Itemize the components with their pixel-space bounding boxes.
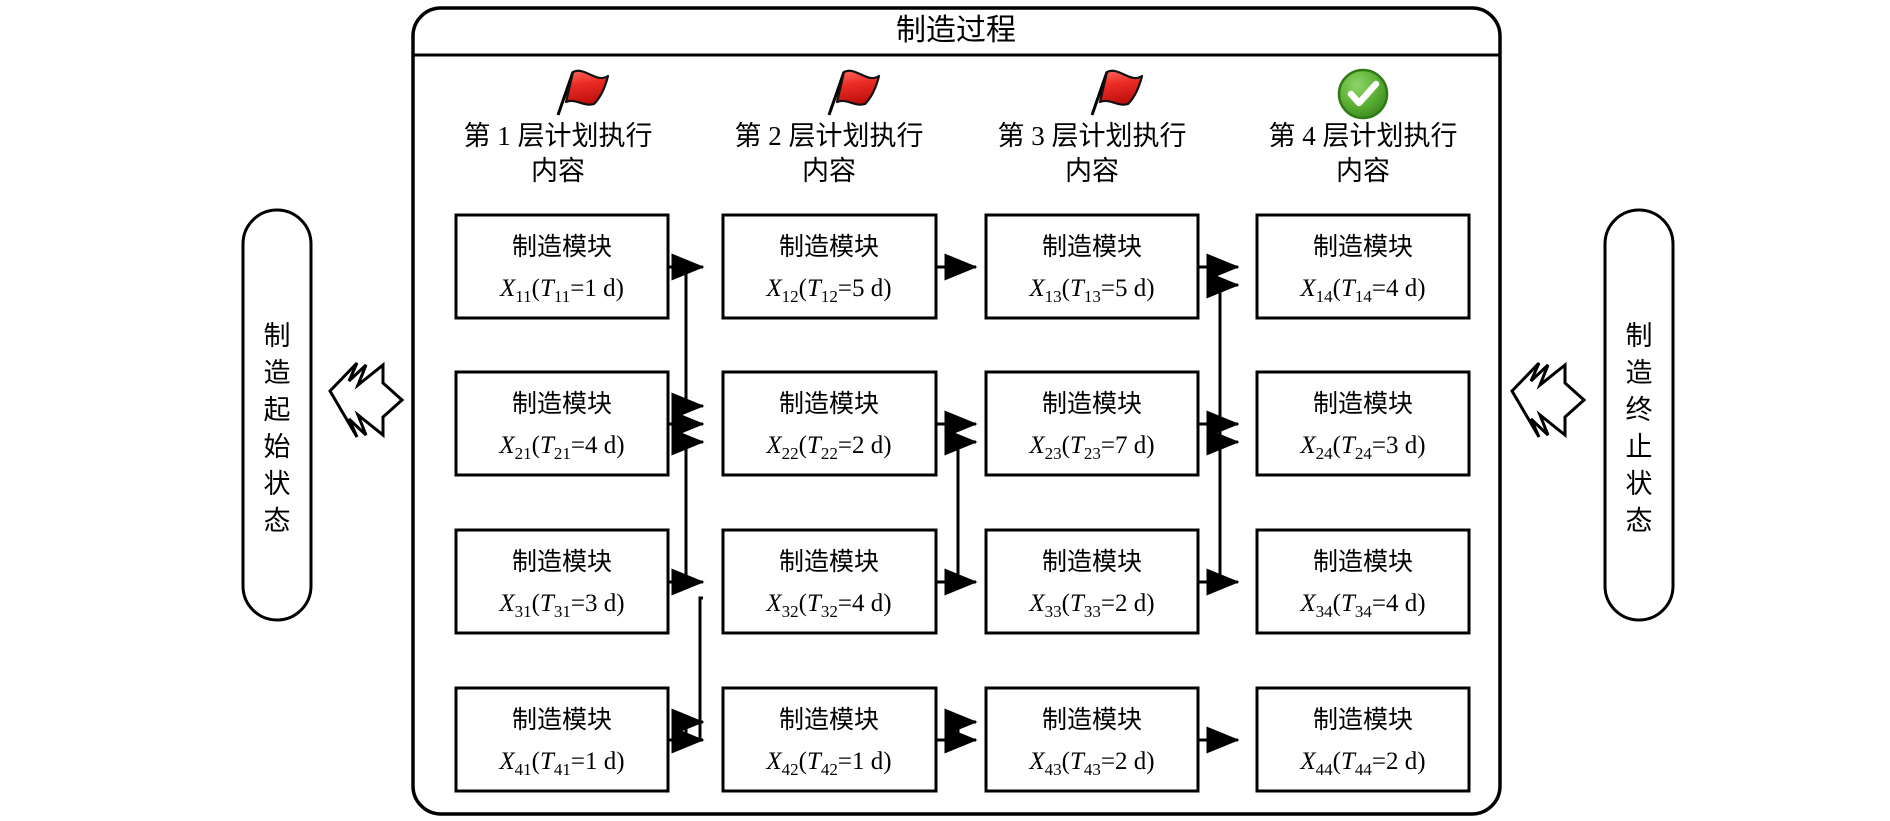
- module-label-x32: 制造模块: [779, 548, 879, 576]
- module-formula-x13: X13(T13=5 d): [1028, 275, 1154, 306]
- module-label-x23: 制造模块: [1042, 390, 1142, 418]
- edge-x31-x22: [668, 428, 705, 584]
- red-flag-icon-layer-3: [1090, 69, 1144, 116]
- connector-group: [668, 253, 1240, 754]
- edge-x41-x32-seg: [668, 596, 703, 742]
- module-formula-x23: X23(T23=7 d): [1028, 432, 1154, 463]
- edge-x32-x23: [936, 428, 978, 584]
- module-box-x34[interactable]: 制造模块 X34(T34=4 d): [1255, 528, 1471, 635]
- module-box-x42[interactable]: 制造模块 X42(T42=1 d): [721, 686, 938, 793]
- module-formula-x44: X44(T44=2 d): [1299, 748, 1425, 779]
- layer-1-label-line1: 第 1 层计划执行: [464, 121, 653, 151]
- module-label-x24: 制造模块: [1313, 390, 1413, 418]
- module-formula-x12: X12(T12=5 d): [765, 275, 891, 306]
- start-flow-arrow-icon: [328, 361, 405, 439]
- module-formula-x33: X33(T33=2 d): [1028, 590, 1154, 621]
- module-formula-x21: X21(T21=4 d): [498, 432, 624, 463]
- module-label-x14: 制造模块: [1313, 233, 1413, 261]
- red-flag-icon-layer-2: [827, 69, 881, 116]
- module-box-x33[interactable]: 制造模块 X33(T33=2 d): [984, 528, 1200, 635]
- manufacturing-process-container: 制造过程: [411, 6, 1502, 816]
- module-formula-x14: X14(T14=4 d): [1299, 275, 1425, 306]
- end-state-char-2: 造: [1626, 358, 1653, 388]
- start-state-capsule: 制 造 起 始 状 态: [241, 208, 313, 622]
- module-formula-x34: X34(T34=4 d): [1299, 590, 1425, 621]
- module-formula-x42: X42(T42=1 d): [765, 748, 891, 779]
- module-box-x41[interactable]: 制造模块 X41(T41=1 d): [454, 686, 670, 793]
- end-flow-arrow-icon: [1510, 361, 1587, 439]
- start-state-char-6: 态: [264, 506, 291, 536]
- edge-x23-x24b: [1198, 422, 1240, 456]
- layer-4-label-line2: 内容: [1336, 156, 1390, 186]
- module-box-x23[interactable]: 制造模块 X23(T23=7 d): [984, 370, 1200, 477]
- module-box-x43[interactable]: 制造模块 X43(T43=2 d): [984, 686, 1200, 793]
- start-state-char-3: 起: [264, 395, 291, 425]
- module-box-x22[interactable]: 制造模块 X22(T22=2 d): [721, 370, 938, 477]
- end-state-char-6: 态: [1626, 506, 1653, 536]
- start-state-char-1: 制: [264, 321, 291, 351]
- start-state-char-4: 始: [264, 432, 291, 462]
- layer-3-label-line1: 第 3 层计划执行: [998, 121, 1187, 151]
- module-box-x24[interactable]: 制造模块 X24(T24=3 d): [1255, 370, 1471, 477]
- module-label-x33: 制造模块: [1042, 548, 1142, 576]
- module-label-x43: 制造模块: [1042, 706, 1142, 734]
- module-box-x12[interactable]: 制造模块 X12(T12=5 d): [721, 213, 938, 320]
- module-label-x41: 制造模块: [512, 706, 612, 734]
- module-box-x31[interactable]: 制造模块 X31(T31=3 d): [454, 528, 670, 635]
- edge-x41-x42b: [668, 708, 705, 742]
- module-box-x13[interactable]: 制造模块 X13(T13=5 d): [984, 213, 1200, 320]
- module-formula-x32: X32(T32=4 d): [765, 590, 891, 621]
- process-title: 制造过程: [896, 14, 1016, 47]
- end-state-char-4: 止: [1626, 432, 1653, 462]
- module-label-x42: 制造模块: [779, 706, 879, 734]
- module-label-x11: 制造模块: [512, 233, 612, 261]
- module-label-x22: 制造模块: [779, 390, 879, 418]
- module-formula-x41: X41(T41=1 d): [498, 748, 624, 779]
- red-flag-icon-layer-1: [556, 69, 610, 116]
- edge-x11-x22: [668, 265, 705, 420]
- module-formula-x24: X24(T24=3 d): [1299, 432, 1425, 463]
- layer-3-label-line2: 内容: [1065, 156, 1119, 186]
- layer-2-label-line1: 第 2 层计划执行: [735, 121, 924, 151]
- module-label-x12: 制造模块: [779, 233, 879, 261]
- module-label-x31: 制造模块: [512, 548, 612, 576]
- edge-x33-x14: [1198, 271, 1240, 584]
- end-state-capsule: 制 造 终 止 状 态: [1603, 208, 1675, 622]
- layer-2-label-line2: 内容: [802, 156, 856, 186]
- green-check-icon-layer-4: [1337, 68, 1389, 120]
- module-formula-x22: X22(T22=2 d): [765, 432, 891, 463]
- module-formula-x31: X31(T31=3 d): [498, 590, 624, 621]
- end-state-char-3: 终: [1626, 395, 1653, 425]
- module-label-x13: 制造模块: [1042, 233, 1142, 261]
- edge-x42-x43b: [936, 708, 978, 742]
- layer-1-label-line2: 内容: [531, 156, 585, 186]
- end-state-char-1: 制: [1626, 321, 1653, 351]
- module-formula-x11: X11(T11=1 d): [499, 275, 624, 306]
- module-formula-x43: X43(T43=2 d): [1028, 748, 1154, 779]
- end-state-char-5: 状: [1626, 469, 1653, 499]
- module-box-x44[interactable]: 制造模块 X44(T44=2 d): [1255, 686, 1471, 793]
- module-label-x34: 制造模块: [1313, 548, 1413, 576]
- module-box-x32[interactable]: 制造模块 X32(T32=4 d): [721, 528, 938, 635]
- module-box-x21[interactable]: 制造模块 X21(T21=4 d): [454, 370, 670, 477]
- module-box-x14[interactable]: 制造模块 X14(T14=4 d): [1255, 213, 1471, 320]
- module-label-x21: 制造模块: [512, 390, 612, 418]
- layer-4-label-line1: 第 4 层计划执行: [1269, 121, 1458, 151]
- start-state-char-2: 造: [264, 358, 291, 388]
- module-label-x44: 制造模块: [1313, 706, 1413, 734]
- module-box-x11[interactable]: 制造模块 X11(T11=1 d): [454, 213, 670, 320]
- start-state-char-5: 状: [264, 469, 291, 499]
